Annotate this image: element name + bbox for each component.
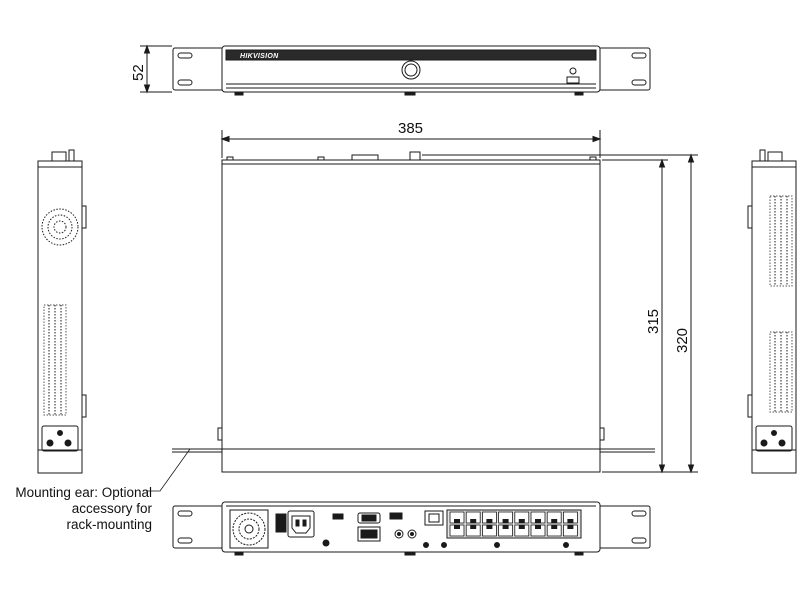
lan-port-icon <box>424 510 444 526</box>
width-dimension <box>220 130 602 158</box>
depth-body-dimension-label: 315 <box>645 309 662 334</box>
poe-port-latch <box>470 519 477 523</box>
poe-port-latch <box>470 525 477 529</box>
poe-port-latch <box>502 519 509 523</box>
poe-ports <box>449 511 578 537</box>
callout-line-1: Mounting ear: Optional <box>15 485 152 500</box>
poe-port-latch <box>535 525 541 529</box>
poe-port-latch <box>567 519 574 523</box>
rear-fan-icon <box>229 509 269 549</box>
poe-port-latch <box>486 519 493 523</box>
rear-view <box>172 501 651 556</box>
callout-line-2: accessory for <box>71 501 152 516</box>
audio-in-icon <box>394 529 404 539</box>
power-button-icon <box>401 60 421 80</box>
poe-port-latch <box>551 525 558 529</box>
front-left-ear <box>172 47 226 91</box>
power-switch-icon <box>275 513 287 533</box>
side-fan-grille <box>41 208 79 246</box>
front-view <box>172 45 651 96</box>
callout-line-3: rack-mounting <box>66 517 152 532</box>
depth-total-dimension <box>422 153 698 474</box>
right-side-view <box>747 149 797 474</box>
rs232-port-icon <box>357 512 381 524</box>
poe-port-latch <box>518 525 525 529</box>
front-right-ear <box>597 47 651 91</box>
width-dimension-label: 385 <box>398 120 423 137</box>
poe-port-latch <box>567 525 574 529</box>
left-side-view <box>37 149 87 474</box>
usb-port-icon <box>566 76 580 84</box>
mounting-ear-callout: Mounting ear: Optional accessory for rac… <box>2 485 152 533</box>
depth-body-dimension <box>602 158 668 474</box>
audio-out-icon <box>407 529 417 539</box>
front-brand-logo: HIKVISION <box>240 53 279 60</box>
poe-port-latch <box>502 525 509 529</box>
poe-port-latch <box>518 519 525 523</box>
poe-port-latch <box>454 519 460 523</box>
poe-port-latch <box>551 519 558 523</box>
height-dimension-label: 52 <box>130 64 147 81</box>
depth-total-dimension-label: 320 <box>674 328 691 353</box>
poe-port-latch <box>454 525 460 529</box>
poe-port-latch <box>486 525 493 529</box>
rear-right-ear <box>597 505 651 549</box>
power-inlet-icon <box>287 510 315 538</box>
front-face <box>225 49 597 61</box>
right-vent-grille-upper <box>769 195 793 287</box>
height-dimension <box>140 44 172 94</box>
poe-port-latch <box>535 519 541 523</box>
callout-leader-line <box>146 448 191 492</box>
top-chassis <box>221 159 601 473</box>
alarm-terminal-icon <box>357 526 381 542</box>
rear-left-ear <box>172 505 226 549</box>
top-view <box>172 151 655 473</box>
hdmi-port-icon <box>389 512 403 520</box>
